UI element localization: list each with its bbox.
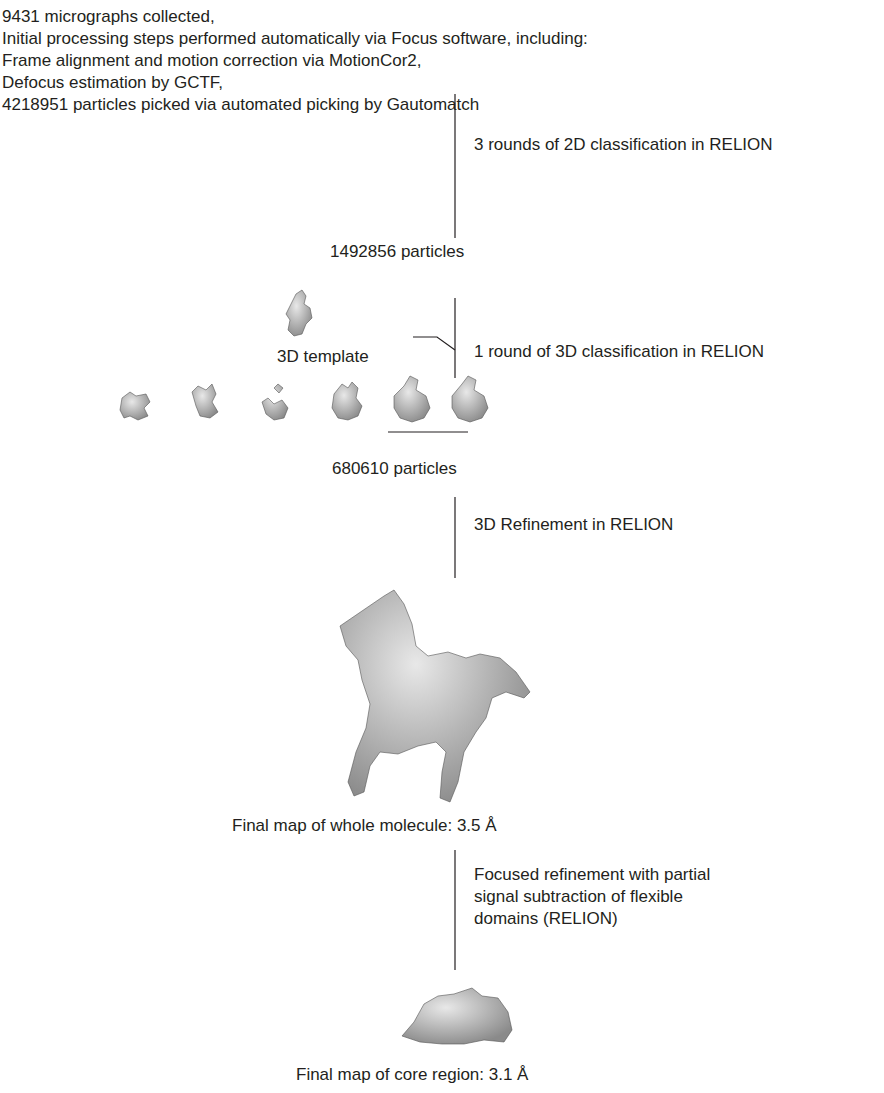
class-map [120,392,150,420]
result-label: Final map of whole molecule: 3.5 Å [232,815,497,837]
template-label: 3D template [277,346,369,368]
step-line [454,298,455,378]
template-bracket [413,337,455,350]
class-map [262,384,288,420]
result-label: Final map of core region: 3.1 Å [296,1064,528,1086]
header-text: 9431 micrographs collected, [2,6,215,28]
count-label: 1492856 particles [330,241,464,263]
step-line [454,497,455,578]
density-maps [120,290,530,1044]
step-label: 1 round of 3D classification in RELION [474,341,764,363]
header-text: Initial processing steps performed autom… [2,28,588,50]
step-label: 3 rounds of 2D classification in RELION [474,134,773,156]
flow-lines [388,94,468,970]
selection-underline [388,431,468,432]
header-text: Defocus estimation by GCTF, [2,72,223,94]
class-map [332,382,362,420]
class-map [452,376,488,422]
whole-map [340,590,530,802]
class-map [394,376,430,422]
step-label: Focused refinement with partial signal s… [474,864,724,930]
step-line [454,850,455,970]
core-map [402,988,512,1044]
template-map [286,290,312,336]
step-label: 3D Refinement in RELION [474,514,673,536]
header-text: Frame alignment and motion correction vi… [2,50,422,72]
class-map [192,384,218,418]
step-line [454,94,455,238]
count-label: 680610 particles [332,458,457,480]
header-text: 4218951 particles picked via automated p… [2,94,479,116]
